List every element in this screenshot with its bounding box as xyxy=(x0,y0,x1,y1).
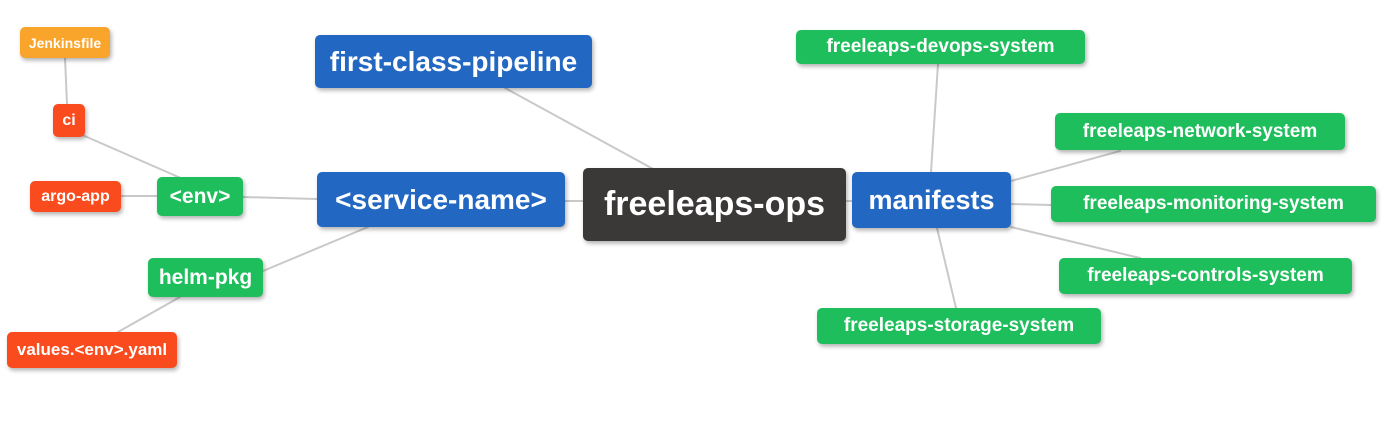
node-label-service-name: <service-name> xyxy=(335,183,547,215)
node-helm-pkg[interactable]: helm-pkg xyxy=(148,258,263,297)
node-label-manifests: manifests xyxy=(868,184,995,215)
node-label-argo-app: argo-app xyxy=(41,187,110,205)
edge-first-class-pipeline-to-freeleaps-ops xyxy=(504,87,656,171)
node-manifests[interactable]: manifests xyxy=(852,172,1011,228)
node-freeleaps-storage-system[interactable]: freeleaps-storage-system xyxy=(817,308,1101,344)
node-label-first-class-pipeline: first-class-pipeline xyxy=(329,45,578,77)
node-label-jenkinsfile: Jenkinsfile xyxy=(28,34,102,51)
node-label-freeleaps-monitoring-system: freeleaps-monitoring-system xyxy=(1083,193,1344,214)
node-values-env-yaml[interactable]: values.<env>.yaml xyxy=(7,332,177,368)
node-label-ci: ci xyxy=(62,111,76,129)
node-ci[interactable]: ci xyxy=(53,104,85,137)
node-jenkinsfile[interactable]: Jenkinsfile xyxy=(20,27,110,58)
node-freeleaps-network-system[interactable]: freeleaps-network-system xyxy=(1055,113,1345,150)
edge-manifests-to-freeleaps-storage-system xyxy=(936,227,957,309)
edge-manifests-to-freeleaps-network-system xyxy=(1010,150,1121,182)
edge-env-to-service-name xyxy=(242,196,318,200)
edge-manifests-to-freeleaps-devops-system xyxy=(930,63,939,173)
edge-manifests-to-freeleaps-monitoring-system xyxy=(1010,203,1052,206)
node-first-class-pipeline[interactable]: first-class-pipeline xyxy=(315,35,592,88)
edge-manifests-to-freeleaps-controls-system xyxy=(1010,226,1141,259)
node-service-name[interactable]: <service-name> xyxy=(317,172,565,227)
node-label-freeleaps-devops-system: freeleaps-devops-system xyxy=(826,36,1055,57)
node-label-freeleaps-storage-system: freeleaps-storage-system xyxy=(843,315,1075,336)
node-argo-app[interactable]: argo-app xyxy=(30,181,121,212)
node-freeleaps-controls-system[interactable]: freeleaps-controls-system xyxy=(1059,258,1352,294)
node-label-values-env-yaml: values.<env>.yaml xyxy=(16,340,168,359)
node-label-freeleaps-controls-system: freeleaps-controls-system xyxy=(1087,265,1324,286)
node-freeleaps-ops[interactable]: freeleaps-ops xyxy=(583,168,846,241)
node-freeleaps-monitoring-system[interactable]: freeleaps-monitoring-system xyxy=(1051,186,1376,222)
edge-helm-pkg-to-values-env-yaml xyxy=(117,296,181,333)
node-label-env: <env> xyxy=(169,184,231,208)
node-label-freeleaps-network-system: freeleaps-network-system xyxy=(1082,120,1318,142)
edge-ci-to-env xyxy=(79,133,184,180)
edge-jenkinsfile-to-ci xyxy=(64,57,68,105)
node-env[interactable]: <env> xyxy=(157,177,243,216)
node-label-helm-pkg: helm-pkg xyxy=(158,265,253,289)
node-freeleaps-devops-system[interactable]: freeleaps-devops-system xyxy=(796,30,1085,64)
node-label-freeleaps-ops: freeleaps-ops xyxy=(603,185,826,223)
edge-service-name-to-helm-pkg xyxy=(262,226,369,272)
